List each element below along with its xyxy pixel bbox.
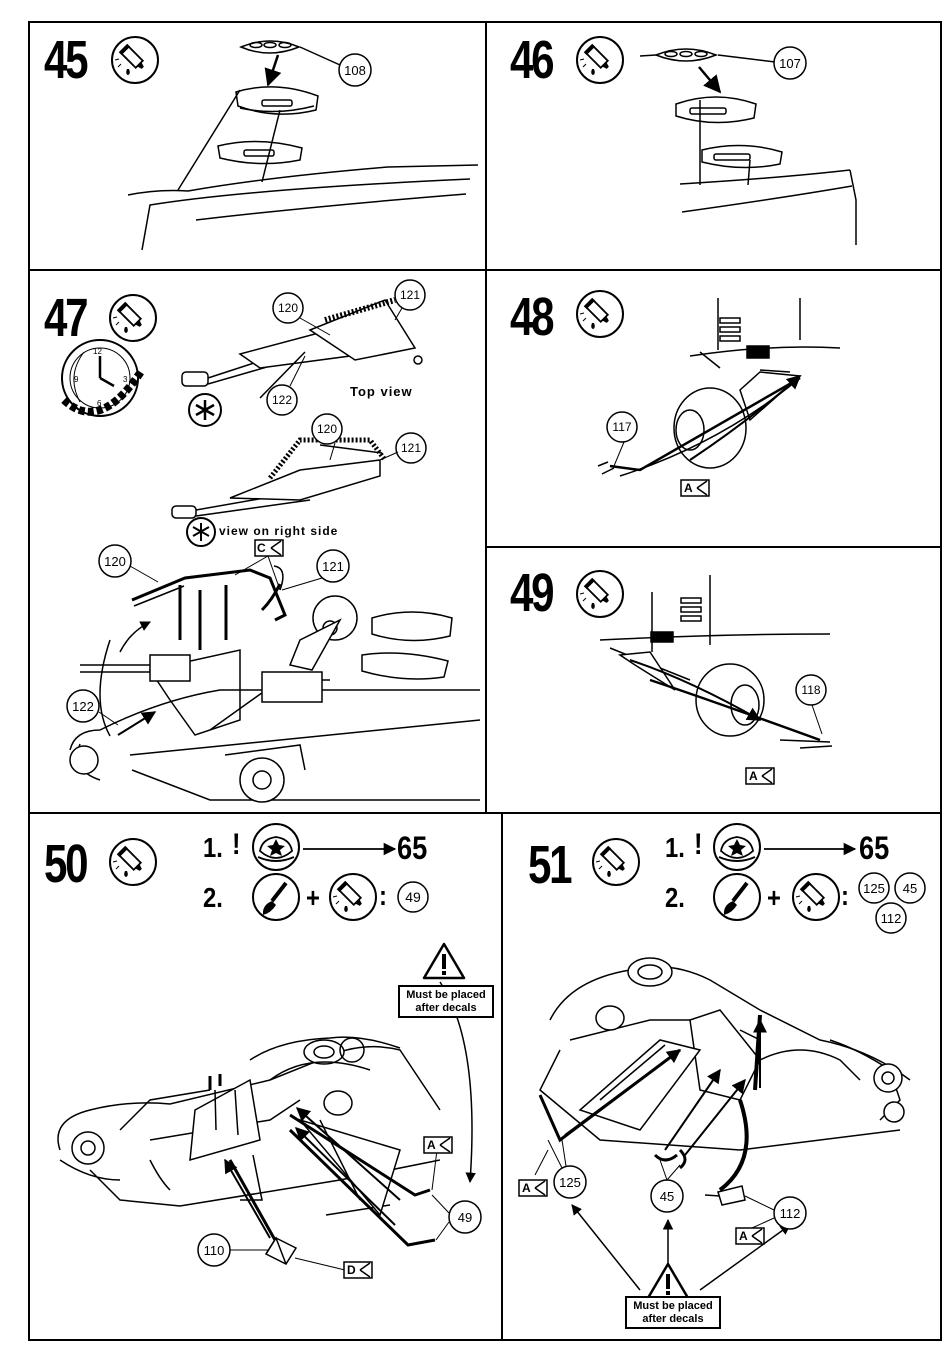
svg-text:12: 12	[93, 347, 102, 356]
marker-c-label: C	[257, 541, 266, 555]
step-51-line1-excl: !	[694, 828, 703, 862]
step-50-line2-plus: +	[306, 882, 320, 914]
part-label-117: 117	[610, 420, 634, 434]
step-50-line2-colon: :	[379, 880, 387, 912]
glue-tube-icon	[577, 571, 623, 617]
glue-tube-icon	[577, 37, 623, 83]
decal-icon	[714, 824, 760, 870]
decal-icon	[253, 824, 299, 870]
step-50-line1-excl: !	[232, 828, 241, 862]
part-label-125: 125	[558, 1175, 582, 1190]
step-49-illustration	[600, 575, 832, 748]
warning-triangle-icon	[648, 1264, 688, 1298]
svg-text:6: 6	[97, 399, 102, 408]
step-number-49: 49	[510, 566, 552, 620]
svg-text:9: 9	[74, 375, 79, 384]
part-ref-125-label: 125	[862, 881, 886, 896]
part-label-121: 121	[398, 288, 422, 302]
step-number-46: 46	[510, 33, 552, 87]
asterisk-icon	[187, 518, 215, 546]
part-label-45: 45	[655, 1189, 679, 1204]
glue-tube-icon	[112, 37, 158, 83]
step-50-line1-target: 65	[397, 830, 427, 867]
marker-a-label: A	[684, 481, 693, 495]
warning-placement-note: Must be placed after decals	[398, 985, 494, 1018]
marker-a-label: A	[522, 1181, 531, 1195]
step-51-line2-colon: :	[841, 880, 849, 912]
part-label-120: 120	[103, 554, 127, 569]
step-50-line2-num: 2.	[203, 882, 223, 914]
glue-tube-icon	[330, 874, 376, 920]
marker-a-label: A	[739, 1229, 748, 1243]
warning-triangle-icon	[424, 944, 464, 978]
part-ref-45-label: 45	[898, 881, 922, 896]
step-51-line1-num: 1.	[665, 832, 685, 864]
marker-a-label: A	[749, 769, 758, 783]
glue-tube-icon	[793, 874, 839, 920]
warning-placement-note: Must be placed after decals	[625, 1296, 721, 1329]
step-51-line2-num: 2.	[665, 882, 685, 914]
step-50-line1-num: 1.	[203, 832, 223, 864]
step-number-51: 51	[528, 838, 570, 892]
part-label-120: 120	[315, 422, 339, 436]
step-50-illustration	[58, 982, 472, 1264]
part-label-112: 112	[778, 1206, 802, 1221]
glue-tube-icon	[593, 839, 639, 885]
part-label-122: 122	[270, 393, 294, 407]
marker-a-label: A	[427, 1138, 436, 1152]
part-label-121: 121	[399, 441, 423, 455]
glue-tube-icon	[110, 839, 156, 885]
step-48-illustration	[598, 298, 840, 476]
step-46-illustration	[640, 49, 856, 245]
svg-text:3: 3	[123, 375, 128, 384]
paint-brush-icon	[253, 874, 299, 920]
glue-tube-icon	[110, 295, 156, 341]
part-label-107: 107	[778, 56, 802, 71]
step-number-48: 48	[510, 290, 552, 344]
part-label-122: 122	[71, 699, 95, 714]
step-51-illustration	[540, 958, 910, 1290]
part-label-121: 121	[321, 559, 345, 574]
part-label-120: 120	[276, 301, 300, 315]
asterisk-icon	[189, 394, 221, 426]
step-number-50: 50	[44, 837, 86, 891]
part-label-110: 110	[202, 1243, 226, 1258]
step-45-illustration	[128, 41, 478, 250]
part-label-118: 118	[799, 683, 823, 697]
top-view-label: Top view	[350, 384, 413, 399]
step-number-47: 47	[44, 291, 86, 345]
part-ref-49-label: 49	[401, 889, 425, 905]
clock-icon: 12 3 6 9	[62, 340, 142, 416]
marker-d-label: D	[347, 1263, 356, 1277]
part-label-49: 49	[453, 1210, 477, 1225]
step-number-45: 45	[44, 33, 86, 87]
glue-tube-icon	[577, 291, 623, 337]
paint-brush-icon	[714, 874, 760, 920]
step-51-line1-target: 65	[859, 830, 889, 867]
part-label-108: 108	[343, 63, 367, 78]
step-51-line2-plus: +	[767, 882, 781, 914]
side-view-label: view on right side	[219, 524, 338, 538]
part-ref-112-label: 112	[879, 911, 903, 926]
